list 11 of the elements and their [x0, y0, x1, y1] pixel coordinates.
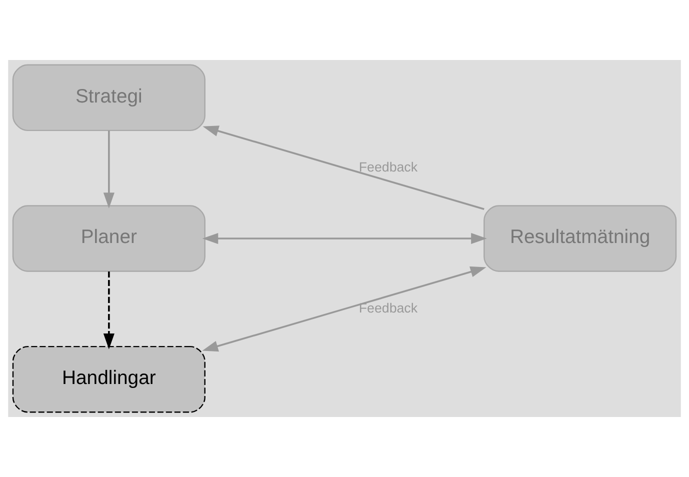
arrow — [103, 271, 114, 350]
edge-label: Feedback — [358, 300, 418, 316]
arrow — [202, 126, 484, 210]
node-box: Planer — [12, 205, 206, 272]
arrow — [103, 130, 114, 208]
arrow — [202, 266, 486, 352]
arrow — [202, 232, 487, 244]
node-box: Resultatmätning — [484, 205, 677, 272]
node-box: Strategi — [12, 64, 206, 132]
node-box: Handlingar — [12, 346, 206, 413]
edge-label: Feedback — [358, 159, 418, 174]
